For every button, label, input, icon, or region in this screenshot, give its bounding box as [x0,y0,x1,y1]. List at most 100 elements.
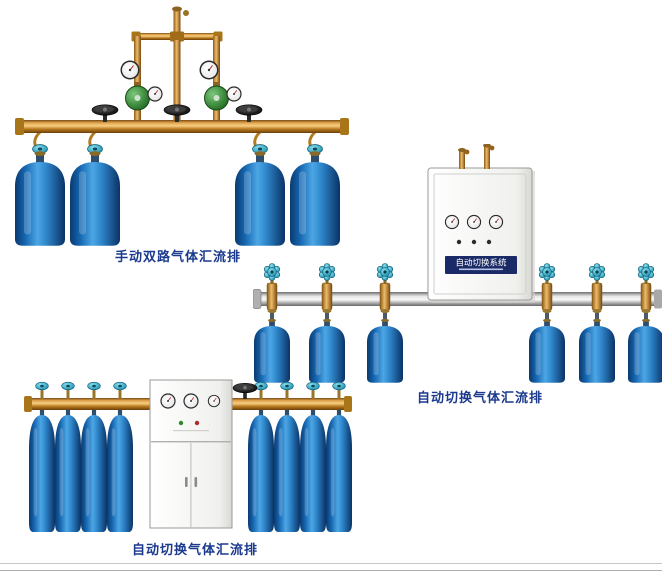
station-valve-block [266,282,278,311]
cabinet-label-line [173,430,209,432]
inlet-pipe-assembly [131,6,223,122]
top-pipe-valve [483,144,491,148]
indicator-knob [486,239,492,245]
right-drop-pipe [213,36,220,122]
cylinder-valve-handwheel [113,381,127,391]
bottom-table-border [0,563,662,564]
door-split-line [190,443,192,528]
handwheel-valve [91,104,119,123]
station-valve-block [640,282,652,311]
cabinet-top-pipe [484,145,490,169]
cylinder-station [15,144,65,246]
regulator-hub [213,95,220,101]
cylinder-bank-left [29,400,133,532]
regulator-hub [134,95,141,101]
gas-cylinder [81,400,107,532]
gas-cylinder [70,151,120,246]
top-pipe-knob [464,149,470,155]
cabinet-door-outline [433,173,527,295]
product-caption: 自动切换气体汇流排 [416,391,543,406]
pressure-gauge [207,394,221,408]
pressure-gauge [146,86,164,102]
gas-cylinder [326,400,352,532]
product-auto-switch-manifold-wall: 自动切换系统 [253,144,662,388]
indicator-knob [456,239,462,245]
cylinder-valve-handwheel [637,263,655,281]
gas-cylinder [248,400,274,532]
pressure-regulator-left [120,60,164,111]
header-pipe [18,120,344,133]
gas-cylinder [367,318,403,383]
handwheel-valve [235,104,263,123]
cylinder-valve-handwheel [87,381,101,391]
cylinder-valve-handwheel [263,263,281,281]
connector-nut [641,309,651,313]
cylinder-station [290,144,340,246]
indicator-light-green [178,420,184,426]
header-end-cap-left [15,118,24,135]
station-valve-block [541,282,553,311]
cylinder-station [254,263,290,383]
nameplate-subtext-line [459,268,503,271]
cylinder-station [529,263,565,383]
cylinder-connector [270,310,274,322]
gas-cylinder [107,400,133,532]
cylinder-connector [325,310,329,322]
cylinder-bank-right [248,400,352,532]
gas-cylinder [529,318,565,383]
door-handle [194,477,198,487]
product-manual-dual-manifold [10,6,355,258]
inlet-valve-knob [183,10,189,16]
header-end-cap-right [344,396,352,412]
gas-cylinder [300,400,326,532]
pressure-gauge [466,214,482,230]
cylinder-connector [644,310,648,322]
handwheel-valve [163,104,191,123]
cylinder-station [367,263,403,383]
handwheel-valve [232,382,258,400]
connector-nut [542,309,552,313]
cabinet-body [427,167,533,301]
pipe-end-cap-right [654,289,662,309]
control-cabinet: 自动切换系统 [427,144,535,303]
cylinder-valve-handwheel [318,263,336,281]
left-drop-pipe [134,36,141,122]
connector-nut [322,309,332,313]
header-end-cap-left [24,396,32,412]
cylinder-station [579,263,615,383]
manual-manifold-illustration [15,6,349,246]
cylinder-valve-handwheel [35,381,49,391]
gas-cylinder [15,151,65,246]
cabinet-top-pipe [459,150,465,169]
connector-nut [267,309,277,313]
cylinder-valve-handwheel [280,381,294,391]
center-drop-pipe [173,40,181,122]
cylinder-station [70,144,120,246]
indicator-knob [471,239,477,245]
gas-cylinder [29,400,55,532]
auto-manifold-floor-illustration [24,379,352,532]
top-pipe-knob [489,145,495,151]
cylinder-valves [35,381,346,399]
cylinder-valve-handwheel [61,381,75,391]
cylinder-station [628,263,662,383]
cabinet-divider [151,441,231,443]
gas-cylinder [55,400,81,532]
pressure-gauge [159,392,177,410]
floor-cabinet [149,379,233,529]
gas-cylinder [579,318,615,383]
pressure-gauge [182,392,200,410]
pipe-end-cap-left [253,289,262,309]
cylinder-valve-handwheel [538,263,556,281]
cylinder-valve-handwheel [306,381,320,391]
indicator-light-red [194,420,200,426]
pressure-gauge [488,214,504,230]
pressure-gauge [120,60,140,80]
cylinder-station [235,144,285,246]
cylinder-valve-handwheel [376,263,394,281]
gas-cylinder [274,400,300,532]
pressure-regulator-right [199,60,243,111]
cabinet-nameplate-text: 自动切换系统 [455,258,507,269]
inlet-riser-pipe [173,8,181,40]
